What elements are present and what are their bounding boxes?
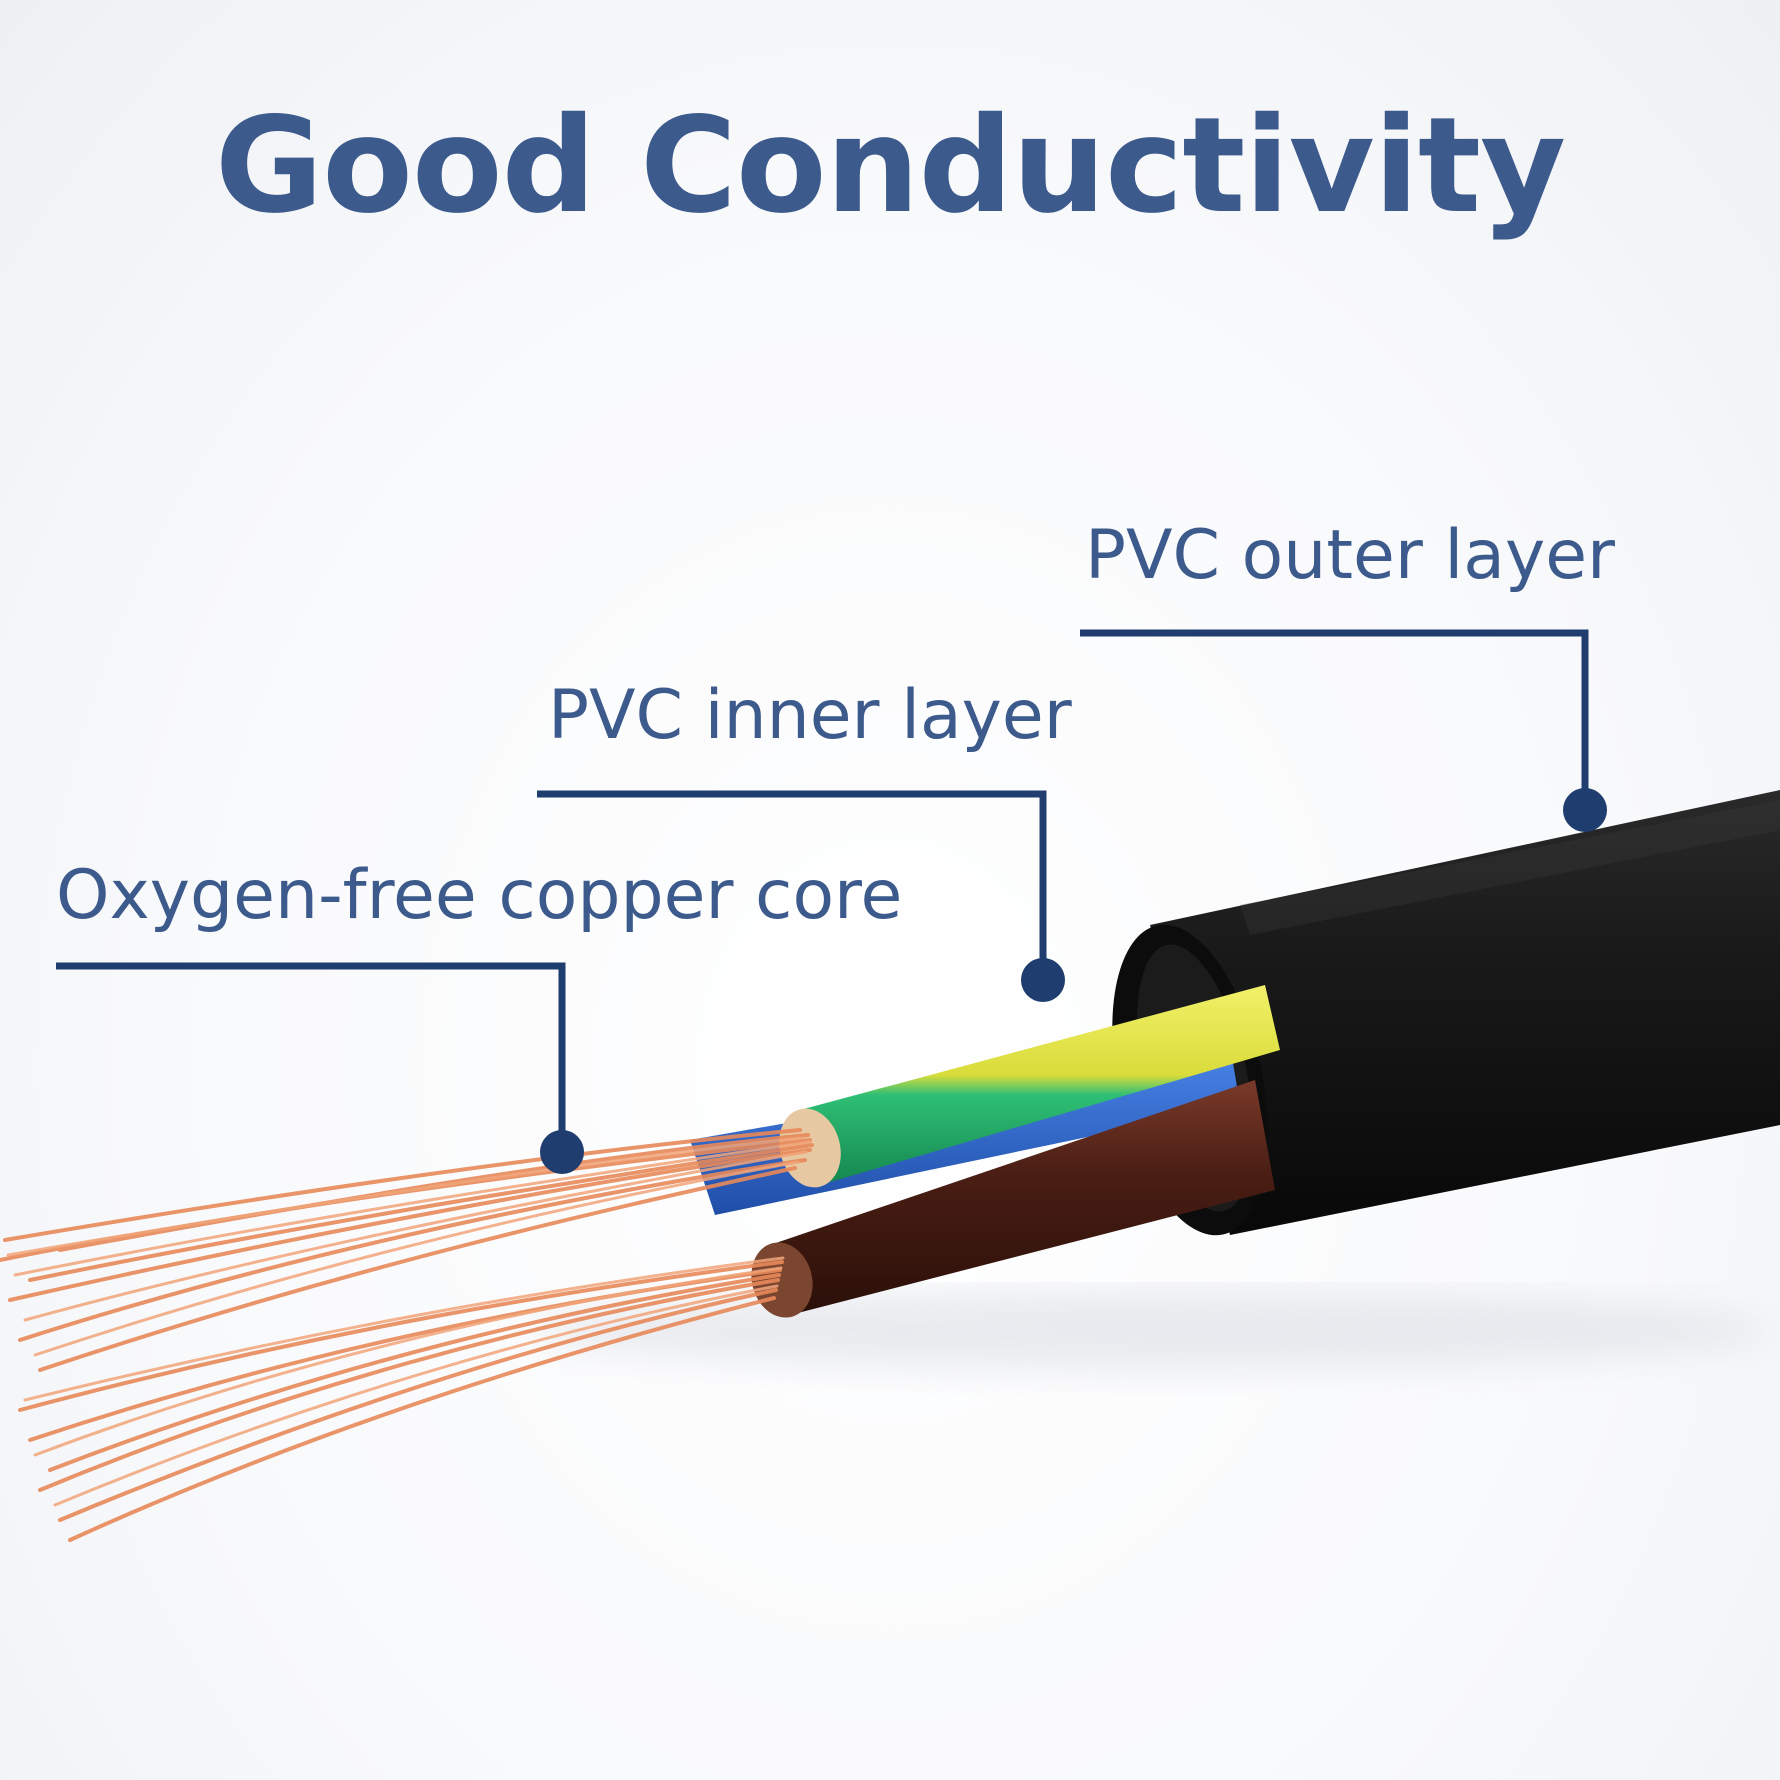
leader-copper-core [56,962,584,1174]
label-pvc-outer-layer: PVC outer layer [1085,516,1615,595]
cable-shadow [530,1290,1770,1370]
leader-dot-copper [540,1130,584,1174]
page-title: Good Conductivity [214,89,1566,243]
label-oxygen-free-copper-core: Oxygen-free copper core [56,856,903,935]
leader-dot-inner [1021,958,1065,1002]
label-pvc-inner-layer: PVC inner layer [548,676,1072,755]
copper-strands [0,1128,814,1542]
leader-outer-layer [1080,629,1607,832]
leader-dot-outer [1563,788,1607,832]
leader-inner-layer [537,790,1065,1002]
